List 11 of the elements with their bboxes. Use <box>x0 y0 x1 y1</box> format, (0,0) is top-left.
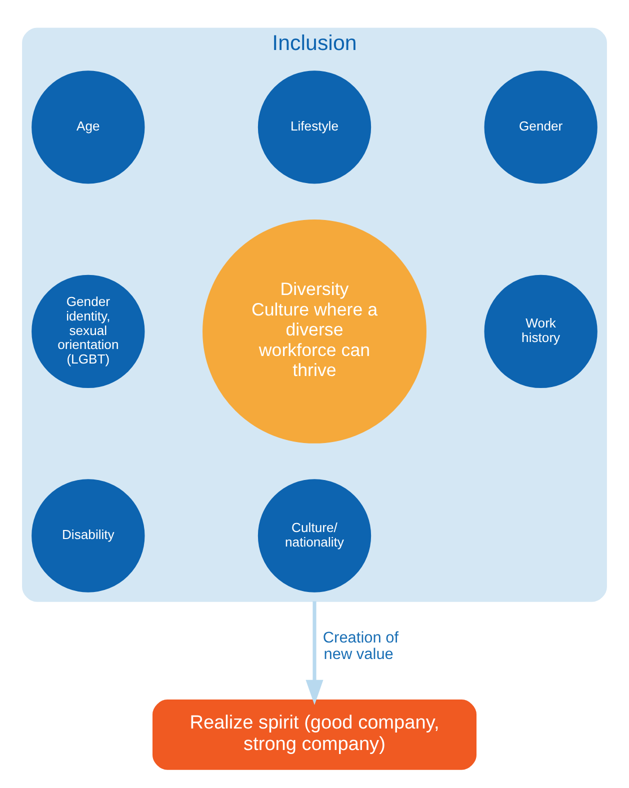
node-circle: Work history <box>484 274 598 388</box>
node-circle: Gender <box>484 70 598 184</box>
node-circle: Gender identity, sexual orientation (LGBT) <box>32 274 145 388</box>
node-box: Realize spirit (good company, strong company) <box>152 700 476 770</box>
node-circle: Lifestyle <box>258 70 372 184</box>
node-circle: Culture/ nationality <box>258 479 372 592</box>
node-circle: Age <box>32 70 145 184</box>
arrow <box>306 601 324 705</box>
edge-label: Creation of new value <box>322 629 399 663</box>
node-circle: Disability <box>32 479 145 592</box>
node-circle: Diversity Culture where a diverse workforce can thrive <box>202 219 426 444</box>
